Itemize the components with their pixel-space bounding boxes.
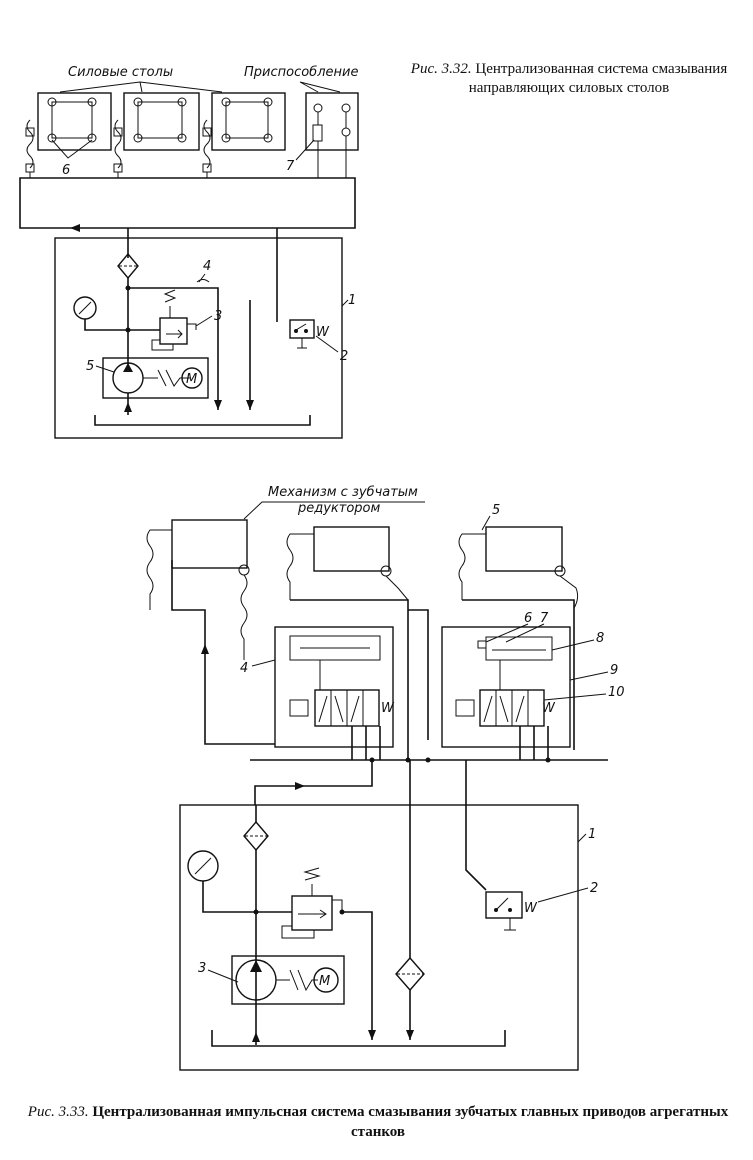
num-5: 5 <box>86 359 94 374</box>
figure-3-33-caption: Рис. 3.33. Централизованная импульсная с… <box>20 1102 736 1142</box>
figure-3-32-schematic: Силовые столы Приспособление <box>19 65 359 439</box>
gear-mechanism-2 <box>313 526 390 572</box>
spring-label-4: W <box>524 901 538 916</box>
hose-3 <box>203 119 211 169</box>
num-6: 6 <box>62 163 70 178</box>
spring-label-3: W <box>542 701 556 716</box>
num-3: 3 <box>214 309 222 324</box>
gear-mechanism-1 <box>171 519 248 569</box>
figure-3-33-schematic: Механизм с зубчатым редуктором 5 W 4 <box>146 485 625 1071</box>
num-7: 7 <box>286 159 295 174</box>
num2-1: 1 <box>588 827 596 842</box>
pump-station-frame-2 <box>179 804 579 1071</box>
motor-letter-2: M <box>319 974 330 989</box>
leader-6 <box>51 139 93 159</box>
relief-valve-2 <box>291 895 333 931</box>
motor-2 <box>313 967 339 993</box>
power-table-1 <box>37 92 112 151</box>
hose-2 <box>114 119 122 169</box>
num2-10: 10 <box>608 685 625 700</box>
num2-3: 3 <box>198 961 206 976</box>
caption-number-2: Рис. 3.33. <box>27 1104 89 1120</box>
flow-arrow-left <box>70 224 80 232</box>
leader-7 <box>295 139 315 161</box>
num2-4: 4 <box>240 661 248 676</box>
distribution-manifold <box>19 177 356 229</box>
pressure-switch-2 <box>485 891 523 919</box>
gear-mechanism-3 <box>485 526 563 572</box>
label-leader-lines <box>59 81 341 93</box>
label-mechanism-line1: Механизм с зубчатым <box>268 485 418 500</box>
num-4: 4 <box>203 259 211 274</box>
motor <box>181 367 203 389</box>
label-mechanism-line2: редуктором <box>297 501 381 516</box>
num2-8: 8 <box>596 631 604 646</box>
caption-text-1: Централизованная система смазывания напр… <box>468 61 728 96</box>
oil-tank-2 <box>211 1030 506 1047</box>
num2-6: 6 <box>524 611 532 626</box>
distributor-4 <box>274 626 394 748</box>
label-power-tables: Силовые столы <box>68 65 173 80</box>
num-2: 2 <box>340 349 348 364</box>
pump-motor-frame <box>102 357 209 399</box>
num2-5: 5 <box>492 503 500 518</box>
motor-letter: M <box>186 372 197 387</box>
spring-label-2: W <box>381 701 395 716</box>
distributor-9 <box>441 626 571 748</box>
figure-3-32-caption: Рис. 3.32. Централизованная система смаз… <box>408 60 730 98</box>
power-table-2 <box>123 92 200 151</box>
power-table-3 <box>211 92 286 151</box>
label-leader-mechanism <box>243 501 425 520</box>
caption-number-1: Рис. 3.32. <box>410 61 472 77</box>
spring-label-1: W <box>316 325 330 340</box>
label-fixture: Приспособление <box>244 65 358 80</box>
num-1: 1 <box>348 293 356 308</box>
fixture-block <box>305 92 359 178</box>
oil-tank <box>94 415 311 426</box>
num2-9: 9 <box>610 663 618 678</box>
num2-7: 7 <box>540 611 549 626</box>
pressure-switch <box>289 319 315 339</box>
relief-valve <box>159 317 188 345</box>
caption-text-2: Централизованная импульсная система смаз… <box>92 1104 729 1140</box>
hose-1 <box>26 119 34 169</box>
num2-2: 2 <box>590 881 598 896</box>
pump-station-frame <box>54 237 343 439</box>
